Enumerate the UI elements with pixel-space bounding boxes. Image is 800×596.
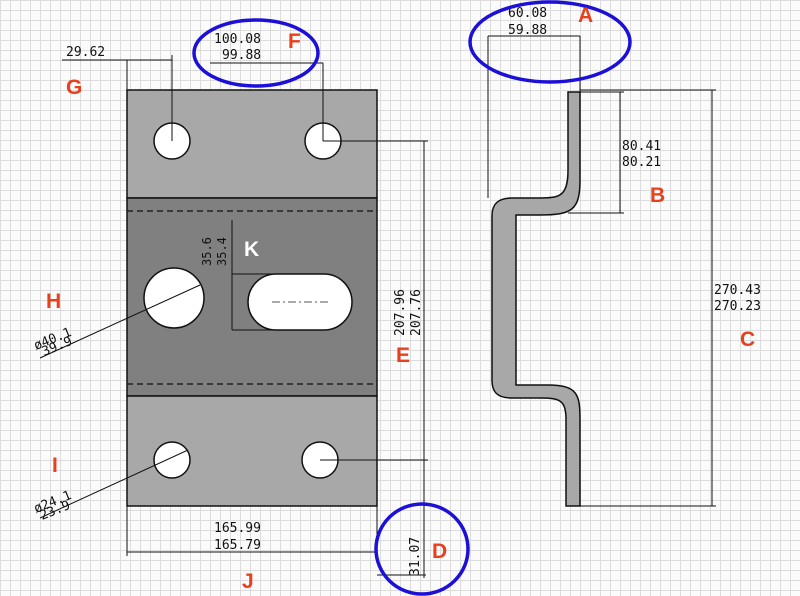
dimension-text: 60.08 59.88 80.41 80.21 270.43 270.23 10… — [32, 6, 761, 576]
label-d: D — [432, 540, 447, 563]
label-i: I — [52, 454, 58, 477]
dim-g-value: 29.62 — [66, 45, 105, 60]
dim-f-upper: 100.08 — [214, 32, 261, 47]
label-c: C — [740, 328, 755, 351]
label-j: J — [242, 570, 254, 593]
dim-d-value: 31.07 — [408, 537, 423, 576]
dim-a-upper: 60.08 — [508, 6, 547, 21]
dim-a-lower: 59.88 — [508, 23, 547, 38]
highlight-ellipse-f — [192, 18, 320, 88]
hole-bottom-left — [153, 441, 191, 479]
side-view-dimension-lines — [487, 35, 716, 507]
label-a: A — [578, 4, 593, 27]
label-k: K — [244, 238, 259, 261]
side-profile-body — [491, 91, 581, 507]
dim-c-upper: 270.43 — [714, 283, 761, 298]
label-h: H — [46, 290, 61, 313]
highlight-ellipses — [192, 0, 632, 596]
dim-b-upper: 80.41 — [622, 139, 661, 154]
highlight-ellipse-d — [374, 502, 470, 596]
dim-b-lower: 80.21 — [622, 155, 661, 170]
dim-k-lower: 35.4 — [215, 237, 229, 266]
front-view-plate — [126, 89, 378, 507]
side-view-profile — [491, 91, 581, 507]
letter-labels: A B C D E F G H I J K — [46, 4, 755, 593]
label-f: F — [288, 30, 301, 53]
label-b: B — [650, 184, 665, 207]
dim-c-lower: 270.23 — [714, 299, 761, 314]
dim-j-upper: 165.99 — [214, 521, 261, 536]
dim-j-lower: 165.79 — [214, 538, 261, 553]
dim-e-lower: 207.76 — [409, 289, 424, 336]
dim-k-upper: 35.6 — [200, 237, 214, 266]
hole-large — [143, 267, 205, 329]
dim-e-upper: 207.96 — [393, 289, 408, 336]
highlight-ellipse-a — [468, 0, 632, 84]
dim-f-lower: 99.88 — [222, 48, 261, 63]
label-e: E — [396, 344, 410, 367]
label-g: G — [66, 76, 82, 99]
